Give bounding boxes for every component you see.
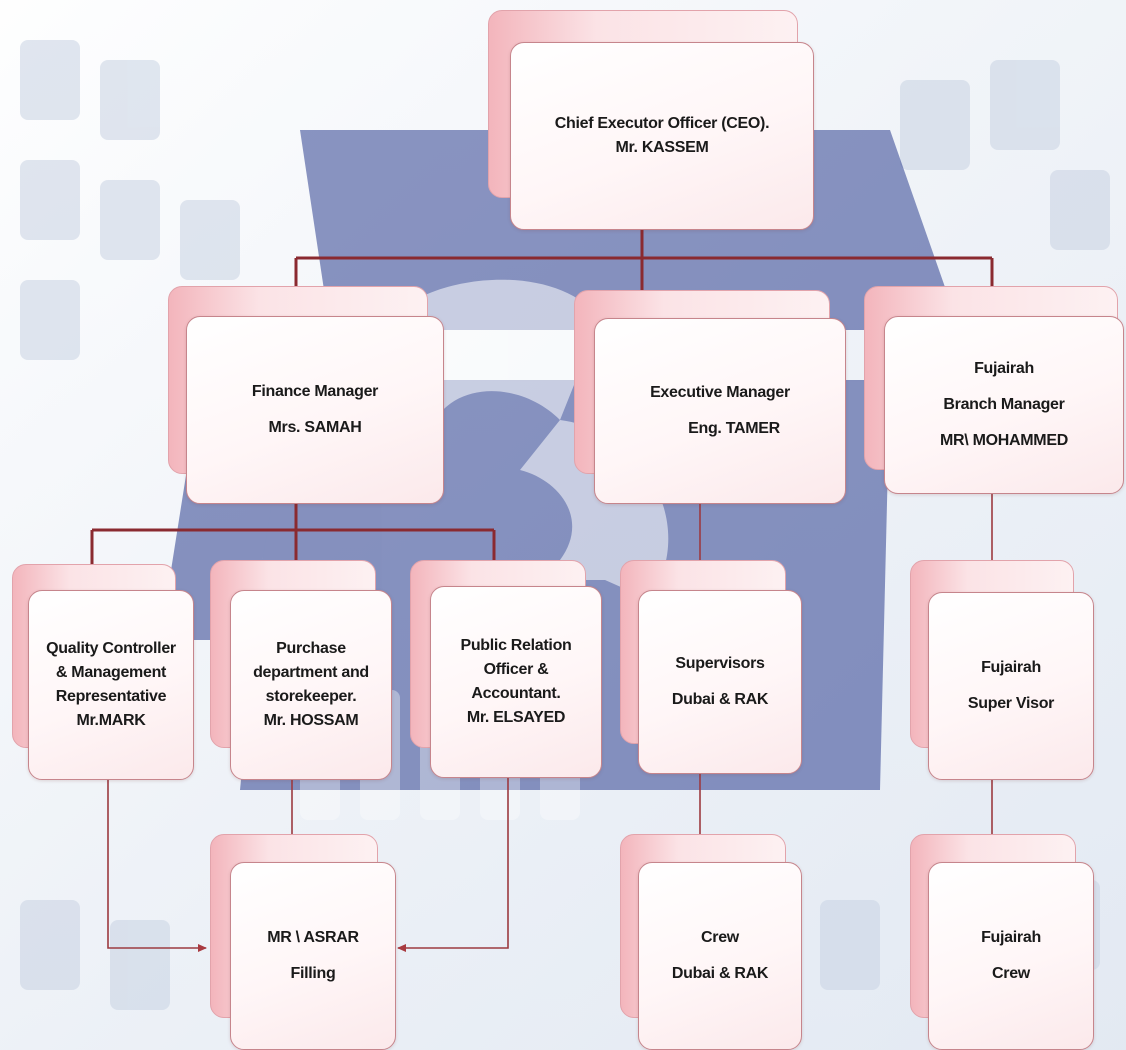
executive-name: Eng. TAMER (688, 420, 780, 437)
ceo-title: Chief Executor Officer (CEO). (554, 115, 770, 132)
fujairah-branch-name: MR\ MOHAMMED (940, 432, 1068, 449)
crew-location: Dubai & RAK (671, 965, 769, 982)
purchase-line1: Purchase (276, 640, 346, 657)
executive-title: Executive Manager (650, 384, 790, 401)
fujairah-crew-line1: Fujairah (981, 929, 1041, 946)
public-relation-line3: Accountant. (471, 685, 561, 702)
fujairah-branch-line1: Fujairah (974, 360, 1034, 377)
fujairah-branch-line2: Branch Manager (943, 396, 1065, 413)
asrar-role: Filling (290, 965, 336, 982)
asrar-name: MR \ ASRAR (267, 929, 359, 946)
fujairah-crew-line2: Crew (992, 965, 1030, 982)
quality-line3: Representative (55, 688, 167, 705)
public-relation-line1: Public Relation (460, 637, 572, 654)
supervisors-title: Supervisors (675, 655, 765, 672)
quality-name: Mr.MARK (76, 712, 146, 729)
fujairah-supervisor-line2: Super Visor (967, 695, 1055, 712)
ceo-name: Mr. KASSEM (615, 139, 709, 156)
arrow-publicrelation-to-asrar (397, 778, 509, 952)
public-relation-name: Mr. ELSAYED (466, 709, 566, 726)
supervisors-location: Dubai & RAK (671, 691, 769, 708)
crew-title: Crew (701, 929, 739, 946)
finance-title: Finance Manager (251, 383, 379, 400)
fujairah-supervisor-line1: Fujairah (981, 659, 1041, 676)
quality-line2: & Management (55, 664, 167, 681)
purchase-name: Mr. HOSSAM (263, 712, 359, 729)
quality-line1: Quality Controller (46, 640, 176, 657)
purchase-line2: department and (253, 664, 369, 681)
finance-name: Mrs. SAMAH (268, 419, 362, 436)
arrow-quality-to-asrar (107, 778, 207, 952)
public-relation-line2: Officer & (483, 661, 549, 678)
purchase-line3: storekeeper. (265, 688, 357, 705)
